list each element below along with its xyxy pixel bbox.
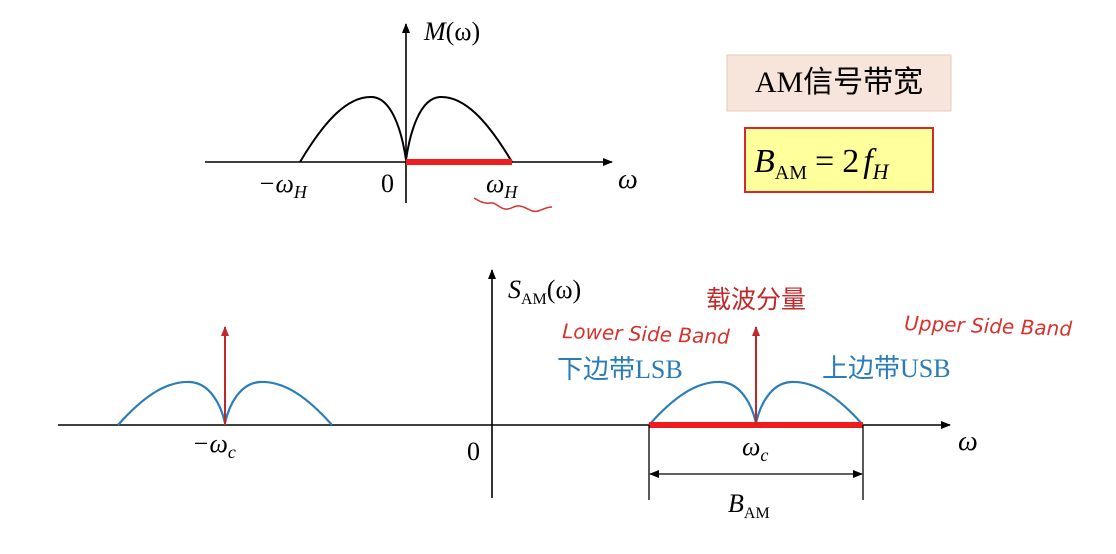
title-box — [726, 54, 952, 112]
baseband-spectrum: M(ω) ω −ωH 0 ωH — [205, 17, 638, 213]
upper-sideband-handwritten: Upper Side Band — [904, 311, 1073, 341]
baseband-curve-left — [299, 95, 407, 163]
top-tick-omega-h: ωH — [486, 169, 518, 202]
lower-sideband-handwritten: Lower Side Band — [562, 319, 731, 349]
lower-sideband-label: 下边带LSB — [557, 355, 683, 384]
top-tick-zero: 0 — [381, 169, 394, 198]
bottom-y-axis-label: SAM(ω) — [508, 275, 581, 308]
am-spectrum: SAM(ω) ω 0 −ωc ωc 载波分量 Lower Side Band U… — [58, 269, 1073, 522]
bandwidth-label: BAM — [728, 489, 770, 522]
carrier-component-label: 载波分量 — [706, 286, 806, 314]
upper-sideband-label: 上边带USB — [822, 354, 951, 383]
negative-lower-sideband-curve — [117, 380, 227, 426]
top-y-axis-label: M(ω) — [423, 17, 480, 46]
baseband-curve-right — [405, 95, 513, 163]
bottom-tick-omega-c: ωc — [742, 432, 768, 465]
title-text: AM信号带宽 — [755, 66, 923, 99]
formula-box — [744, 127, 934, 193]
bottom-tick-zero: 0 — [467, 437, 480, 466]
upper-sideband-curve — [754, 380, 864, 426]
bottom-x-axis-label: ω — [958, 426, 978, 457]
negative-upper-sideband-curve — [223, 380, 333, 426]
bottom-tick-neg-omega-c: −ωc — [192, 429, 236, 462]
top-tick-neg-omega-h: −ωH — [258, 169, 308, 202]
handwritten-underline — [473, 197, 553, 213]
lower-sideband-curve — [648, 380, 758, 426]
top-x-axis-label: ω — [618, 164, 638, 195]
